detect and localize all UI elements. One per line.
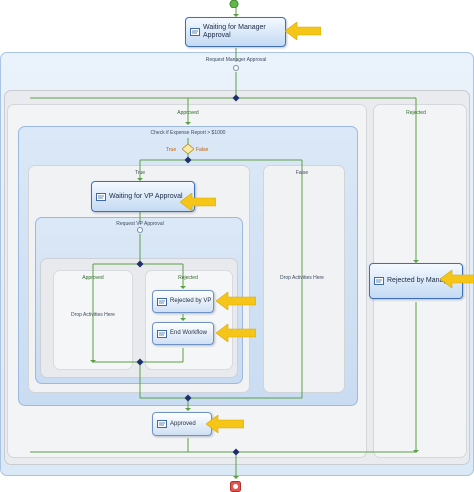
collapse-icon[interactable] <box>137 227 143 233</box>
drop-activities-placeholder-false[interactable]: Drop Activities Here <box>280 275 324 281</box>
activity-label: Approved <box>170 420 196 427</box>
activity-label: Rejected by VP <box>170 298 212 304</box>
activity-icon <box>157 297 167 306</box>
sub-branch-label-rejected: Rejected <box>178 275 198 281</box>
yellow-arrow-icon <box>285 22 321 40</box>
branch-false[interactable] <box>263 165 345 393</box>
start-icon <box>229 0 239 8</box>
container-title-request-manager: Request Manager Approval <box>205 57 267 63</box>
activity-approved[interactable]: Approved <box>152 412 212 436</box>
condition-false-label: False <box>196 147 209 153</box>
branch-label-false: False <box>295 170 309 176</box>
collapse-icon[interactable] <box>233 65 239 71</box>
activity-icon <box>190 28 200 36</box>
activity-label: Waiting for Manager Approval <box>203 24 266 39</box>
sub-branch-rejected[interactable] <box>145 270 233 370</box>
activity-rejected-by-vp[interactable]: Rejected by VP <box>152 290 214 313</box>
activity-rejected-by-manager[interactable]: Rejected by Manager <box>369 263 463 299</box>
sub-branch-label-approved: Approved <box>82 275 104 281</box>
activity-icon <box>157 329 167 338</box>
branch-label-approved: Approved <box>177 110 199 116</box>
condition-icon <box>182 144 194 154</box>
branch-label-true: True <box>134 170 146 176</box>
stop-icon <box>230 481 241 492</box>
activity-end-workflow[interactable]: End Workflow <box>152 322 214 345</box>
activity-icon <box>374 277 384 285</box>
activity-waiting-for-vp-approval[interactable]: Waiting for VP Approval <box>91 181 195 212</box>
sub-branch-approved[interactable] <box>53 270 133 370</box>
container-title-check-expense: Check if Expense Report > $1000 <box>150 130 226 136</box>
activity-icon <box>96 192 106 201</box>
drop-activities-placeholder-sub-approved[interactable]: Drop Activities Here <box>71 312 115 318</box>
activity-label: End Workflow <box>170 330 207 336</box>
container-title-request-vp: Request VP Approval <box>116 221 164 227</box>
activity-label: Rejected by Manager <box>387 277 454 284</box>
condition-true-label: True <box>166 147 177 153</box>
activity-waiting-for-manager-approval[interactable]: Waiting for Manager Approval <box>185 17 286 47</box>
activity-label: Waiting for VP Approval <box>109 192 183 200</box>
activity-icon <box>157 420 167 428</box>
branch-label-rejected: Rejected <box>406 110 426 116</box>
